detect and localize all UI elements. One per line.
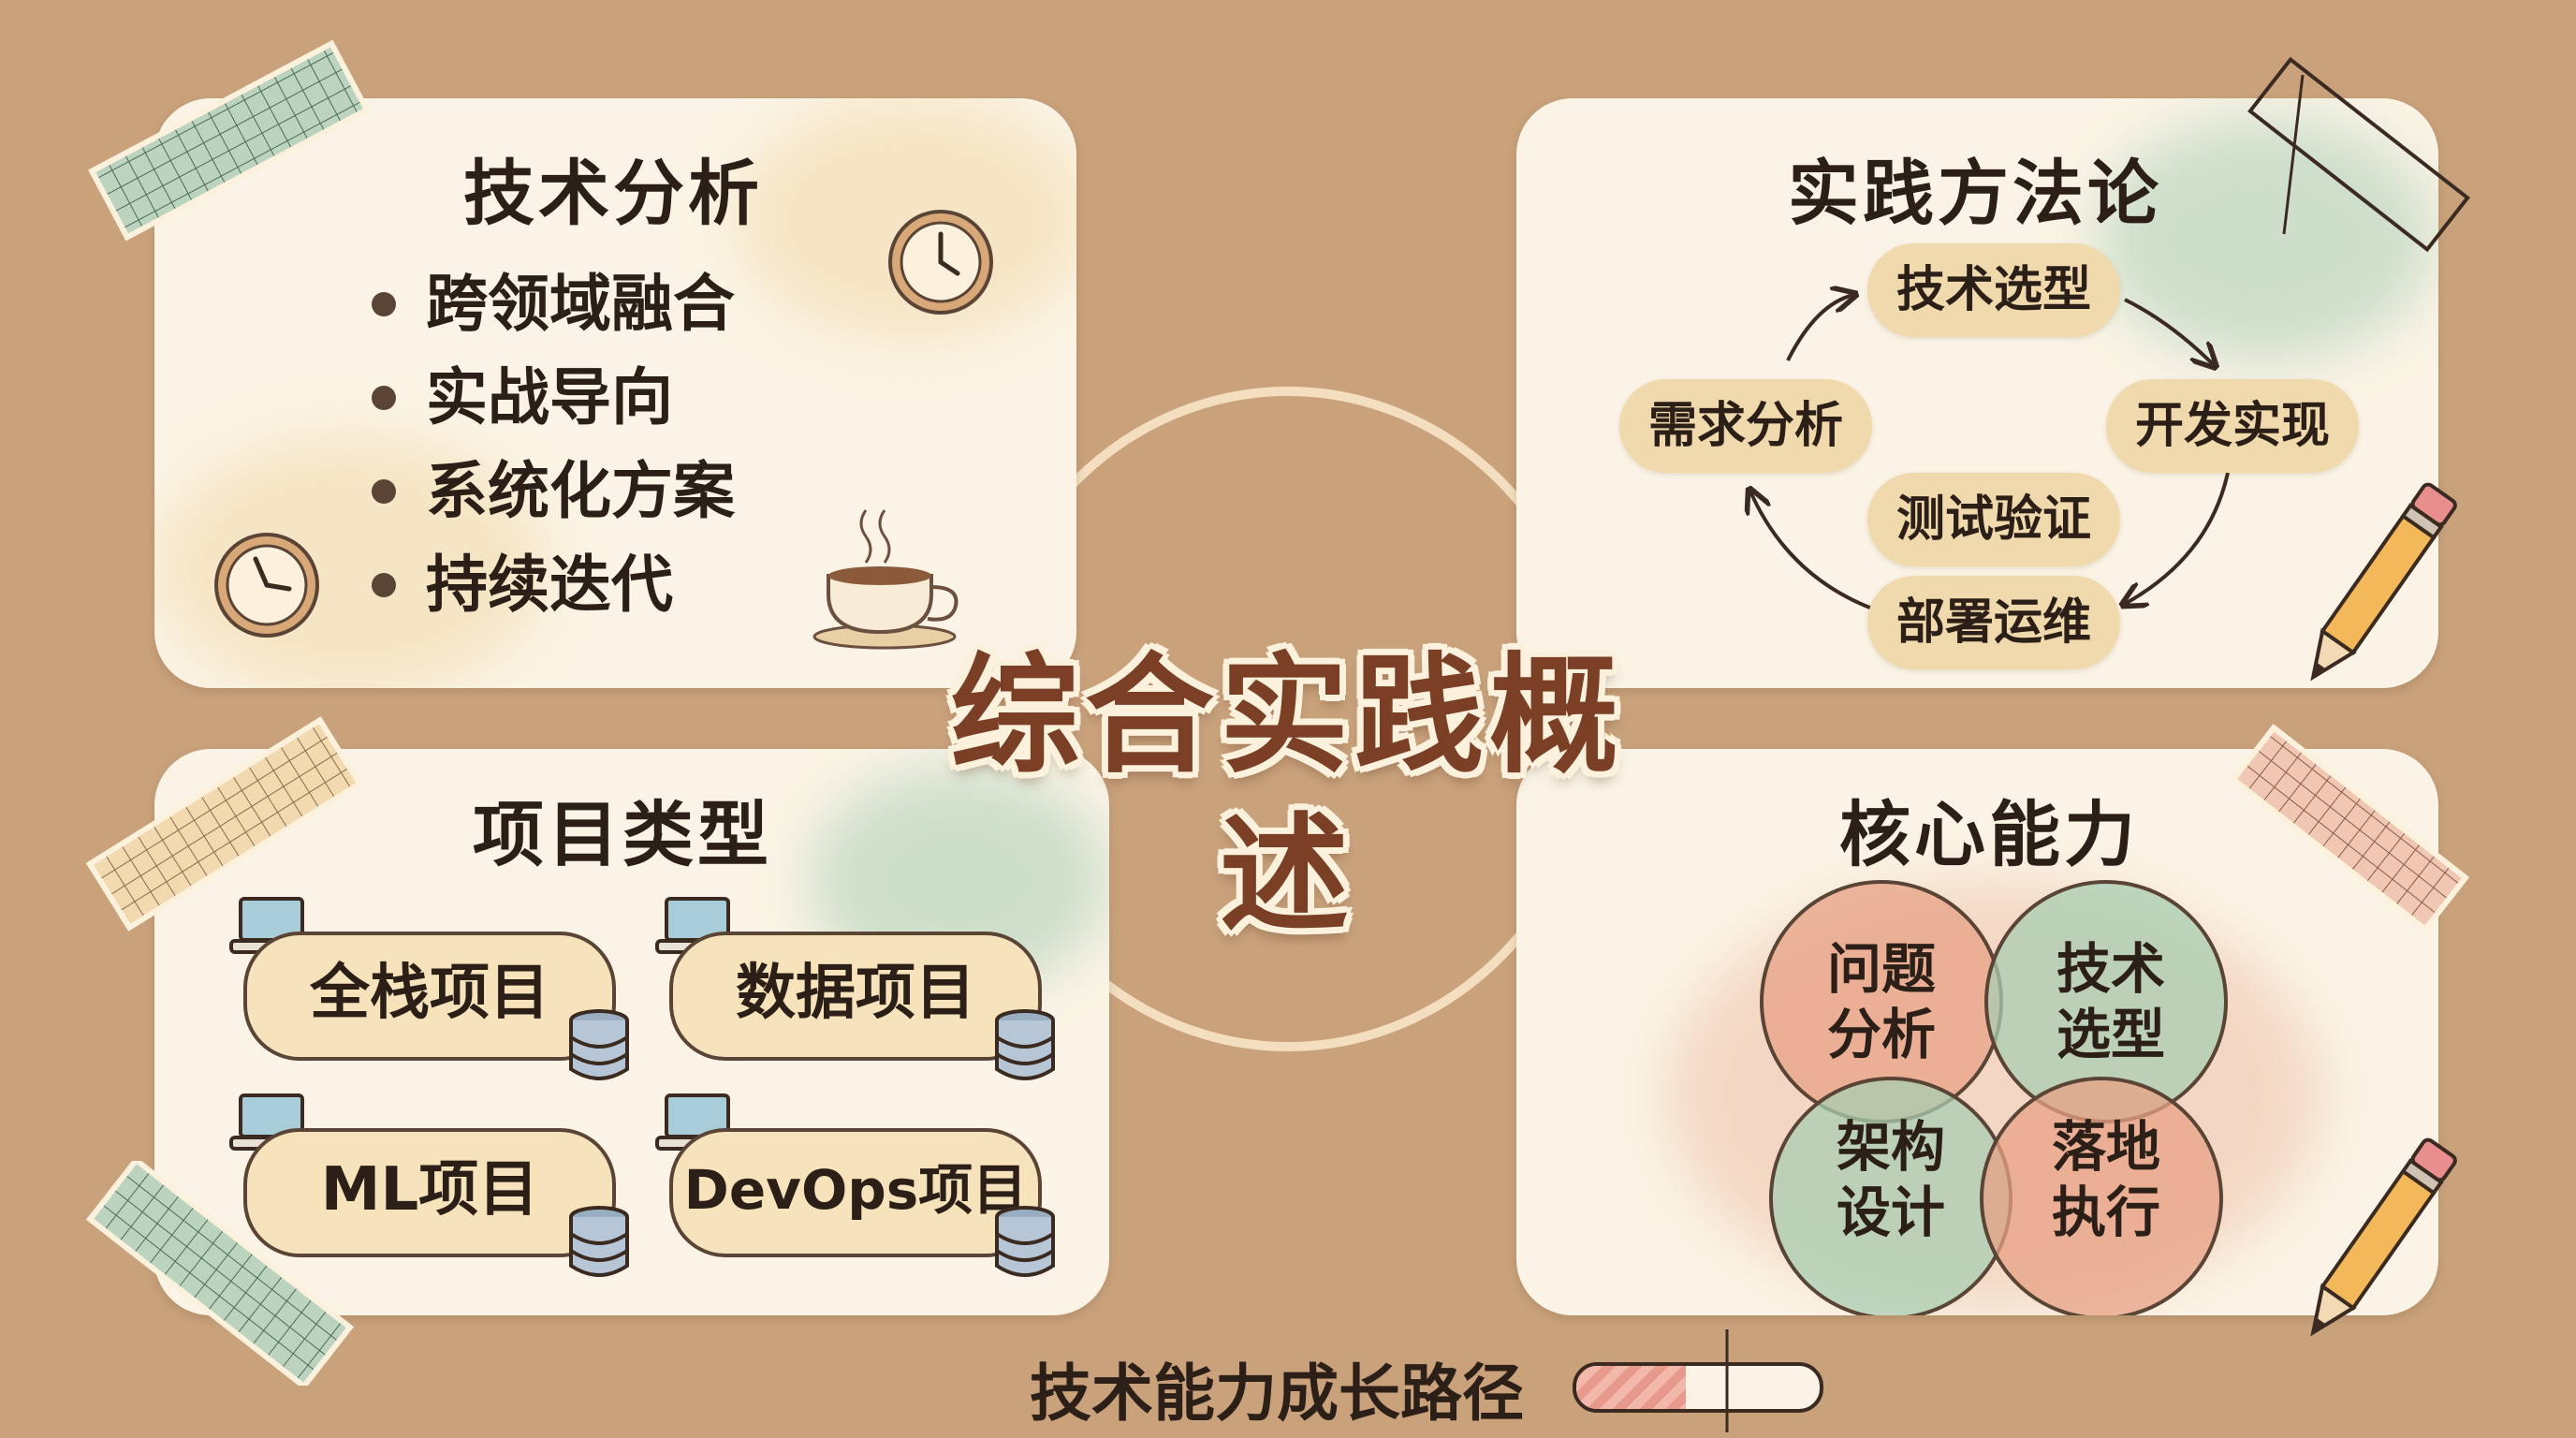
venn-circle (1980, 1077, 2223, 1315)
washi-tape-decoration (88, 39, 371, 242)
venn-label-problem-analysis: 问题分析 (1826, 937, 1936, 1066)
panel-title: 技术分析 (463, 152, 763, 235)
project-item-fullstack: 全栈项目 (243, 932, 616, 1061)
progress-marker (1725, 1329, 1729, 1432)
list-item: 实战导向 (372, 351, 735, 445)
list-item: 系统化方案 (372, 445, 735, 538)
panel-title: 实践方法论 (1788, 152, 2162, 235)
clock-icon (888, 210, 993, 315)
step-tech-selection: 技术选型 (1867, 243, 2120, 337)
bullet-dot (372, 478, 396, 504)
database-icon (569, 1009, 629, 1080)
center-title: 综合实践概述 (949, 640, 1624, 950)
panel-title: 核心能力 (1839, 793, 2139, 876)
tech-analysis-list: 跨领域融合 实战导向 系统化方案 持续迭代 (372, 257, 735, 632)
list-item: 持续迭代 (372, 538, 735, 632)
washi-tape-decoration (85, 1161, 355, 1386)
list-item: 跨领域融合 (372, 257, 735, 351)
washi-tape-decoration (85, 716, 364, 932)
venn-label-tech-selection: 技术选型 (2056, 937, 2165, 1066)
database-icon (995, 1009, 1055, 1080)
step-development: 开发实现 (2106, 379, 2359, 473)
growth-progress-bar (1573, 1362, 1823, 1413)
methodology-panel: 实践方法论 技术选型 开发实现 测试验证 部署运维 需求分析 (1516, 98, 2438, 688)
database-icon (569, 1206, 629, 1277)
washi-tape-decoration (2247, 56, 2470, 253)
project-item-devops: DevOps项目 (669, 1128, 1042, 1257)
venn-label-execution: 落地执行 (2051, 1115, 2160, 1244)
project-item-data: 数据项目 (669, 932, 1042, 1061)
venn-label-architecture: 架构设计 (1836, 1115, 1945, 1244)
step-testing: 测试验证 (1867, 473, 2120, 566)
pencil-icon (2310, 482, 2457, 682)
step-deployment: 部署运维 (1867, 576, 2120, 669)
bullet-dot (372, 572, 396, 597)
project-item-ml: ML项目 (243, 1128, 616, 1257)
step-requirements: 需求分析 (1619, 379, 1872, 473)
core-abilities-panel: 核心能力 问题分析 技术选型 架构设计 落地执行 (1516, 749, 2438, 1315)
bullet-dot (372, 385, 396, 410)
tech-analysis-panel: 技术分析 跨领域融合 实战导向 系统化方案 持续迭代 (154, 98, 1076, 688)
cycle-arrows (1516, 98, 2230, 610)
panel-title: 项目类型 (473, 793, 772, 876)
growth-path-label: 技术能力成长路径 (1030, 1357, 1524, 1430)
project-types-panel: 项目类型 全栈项目 数据项目 ML项目 DevOps项目 (154, 749, 1109, 1315)
washi-tape-decoration (2229, 724, 2470, 933)
progress-fill (1576, 1366, 1686, 1409)
database-icon (995, 1206, 1055, 1277)
venn-diagram (1760, 880, 2228, 1315)
pencil-icon (2310, 1137, 2457, 1337)
coffee-cup-icon (812, 509, 959, 650)
bullet-dot (372, 291, 396, 316)
clock-icon (214, 533, 319, 638)
